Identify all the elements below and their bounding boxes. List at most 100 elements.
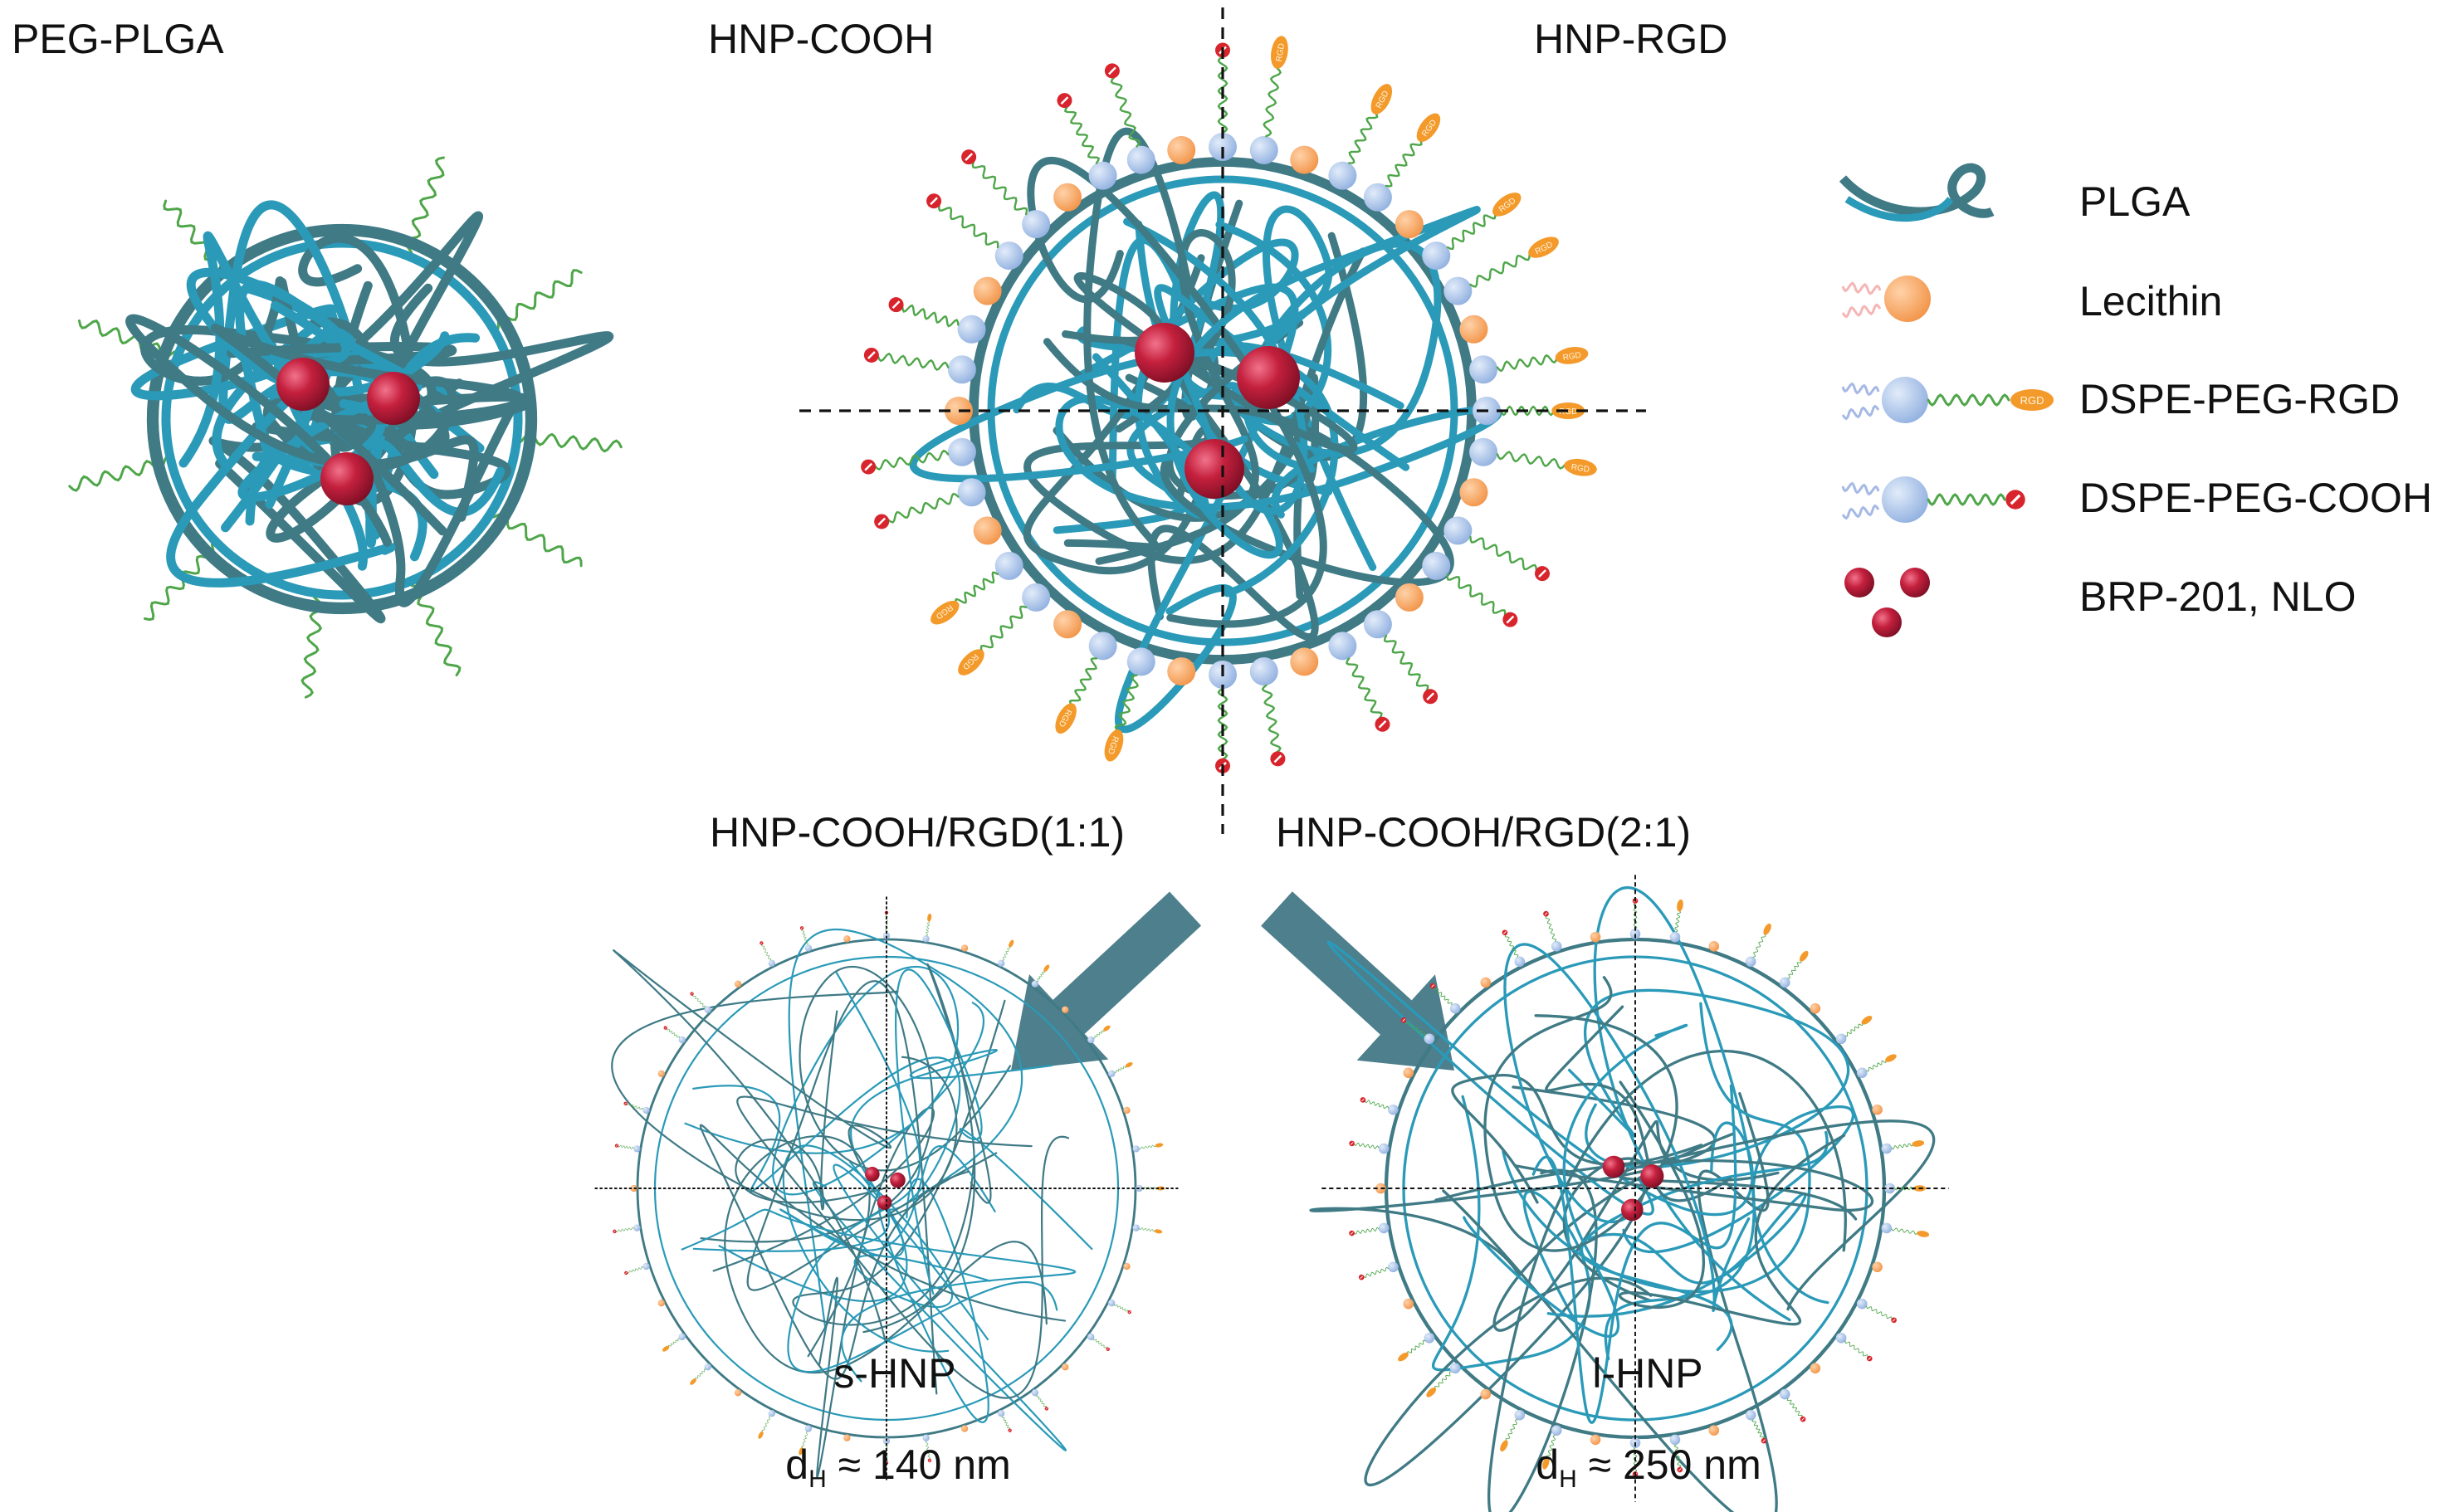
peg-chain (1114, 1304, 1129, 1312)
cooh-tag-mark (1892, 1318, 1896, 1322)
rgd-tag (1156, 1186, 1165, 1191)
dspe-head (1022, 583, 1051, 612)
dspe-head (1088, 161, 1117, 190)
drug-particle (276, 358, 330, 411)
rgd-tag (1398, 1352, 1409, 1362)
l-hnp-particle (1309, 875, 1949, 1512)
lecithin-head (973, 276, 1002, 305)
dspe-head (1031, 980, 1039, 988)
peg-chain (1499, 405, 1561, 417)
plga-coil (1618, 1119, 1936, 1311)
dspe-head (947, 355, 976, 384)
rgd-tag: RGD (931, 600, 960, 625)
lipid-tail (1841, 481, 1880, 496)
plga-coil (1442, 1092, 1778, 1512)
dspe-head (1779, 977, 1790, 988)
rgd-ellipse (690, 1378, 696, 1385)
plga-coil (1166, 206, 1481, 559)
dspe-head (804, 944, 813, 952)
dspe-head (704, 1006, 711, 1013)
lecithin-head (1062, 1006, 1069, 1013)
lecithin-head (734, 980, 742, 988)
peg-chain (1866, 1058, 1889, 1072)
cooh-tag-mark (615, 1144, 618, 1147)
peg-chain (627, 1103, 643, 1110)
drug-particle (890, 1172, 906, 1188)
drug-particle (1602, 1155, 1625, 1178)
rgd-ellipse (758, 1431, 764, 1439)
cooh-tag-mark (1106, 1348, 1109, 1350)
dspe-head (957, 315, 986, 344)
cooh-tag-mark (1060, 96, 1069, 105)
cooh-tag-mark (1273, 754, 1282, 763)
peg-chain (1354, 1227, 1380, 1235)
peg-chain (1786, 1397, 1803, 1418)
peg-chain (1674, 908, 1682, 933)
dspe-head (1249, 135, 1278, 164)
plga-coil (681, 1208, 1077, 1383)
dspe-head (704, 1363, 711, 1371)
dspe-head (1378, 1143, 1390, 1154)
lecithin-head (1403, 1298, 1414, 1310)
lecithin-head (657, 1070, 665, 1077)
dspe-head (633, 1224, 641, 1232)
lecithin-head (843, 935, 851, 943)
rgd-tag: RGD (1564, 458, 1597, 476)
rgd-ellipse (931, 600, 960, 625)
dspe-head (1669, 931, 1681, 943)
dspe-head (1422, 241, 1451, 271)
lecithin-head (1167, 657, 1196, 686)
lecithin-head (1062, 1363, 1069, 1371)
rgd-tag: RGD (1271, 36, 1288, 69)
dspe-head (1424, 1332, 1435, 1344)
cooh-tag-mark (1378, 719, 1387, 729)
label-ratio-1-1: HNP-COOH/RGD(1:1) (710, 809, 1126, 856)
lipid-tail (1841, 281, 1882, 295)
cooh-tag-mark (800, 927, 804, 929)
rgd-tag (1155, 1143, 1164, 1148)
rgd-tag (1542, 1457, 1550, 1470)
drug-particle (367, 372, 420, 425)
dspe-head (994, 241, 1023, 271)
arrow (1011, 891, 1202, 1071)
plga-outer-coil (636, 938, 1137, 1439)
peg-chain (1446, 573, 1507, 617)
dspe-head (922, 1434, 930, 1441)
plga-coil (1043, 338, 1454, 587)
peg-chain (761, 1416, 771, 1434)
peg-chain (1261, 684, 1282, 754)
plga-coil (1483, 976, 1678, 1252)
peg-chain (1505, 1419, 1518, 1444)
lecithin-head (973, 516, 1002, 545)
dspe-head (1745, 956, 1756, 968)
rgd-ellipse (1156, 1186, 1165, 1191)
peg-chain (761, 944, 771, 961)
peg-chain (1469, 535, 1538, 572)
peg-chain (1787, 958, 1803, 979)
rgd-ellipse (1564, 458, 1597, 476)
lipid-tail (1841, 404, 1880, 421)
peg-chain (887, 492, 960, 524)
rgd-ellipse (1125, 1062, 1133, 1068)
dspe-head (1669, 1434, 1681, 1446)
rgd-tag (758, 1431, 764, 1439)
dspe-head (1388, 1104, 1399, 1115)
plga-coil (1063, 127, 1193, 551)
cooh-tag-mark (613, 1230, 616, 1233)
rgd-ellipse (958, 649, 984, 676)
plga-coil (1463, 1023, 1688, 1338)
rgd-tag (1103, 1025, 1111, 1032)
rgd-tag: RGD (1551, 402, 1585, 419)
drug-particle (1900, 568, 1930, 597)
rgd-ellipse (1542, 1457, 1550, 1470)
cooh-tag-mark (1361, 1098, 1365, 1102)
cooh-tag-mark (1538, 569, 1546, 578)
rgd-tag-text: RGD (1562, 351, 1582, 363)
peg-chain (1142, 1187, 1160, 1190)
cooh-tag-mark (1128, 1310, 1131, 1314)
plga-coil (909, 349, 1339, 597)
rgd-tag (1912, 1140, 1925, 1147)
dspe-head (1108, 1070, 1116, 1077)
dspe-head (1469, 437, 1498, 466)
cooh-tag-mark (1544, 912, 1548, 915)
